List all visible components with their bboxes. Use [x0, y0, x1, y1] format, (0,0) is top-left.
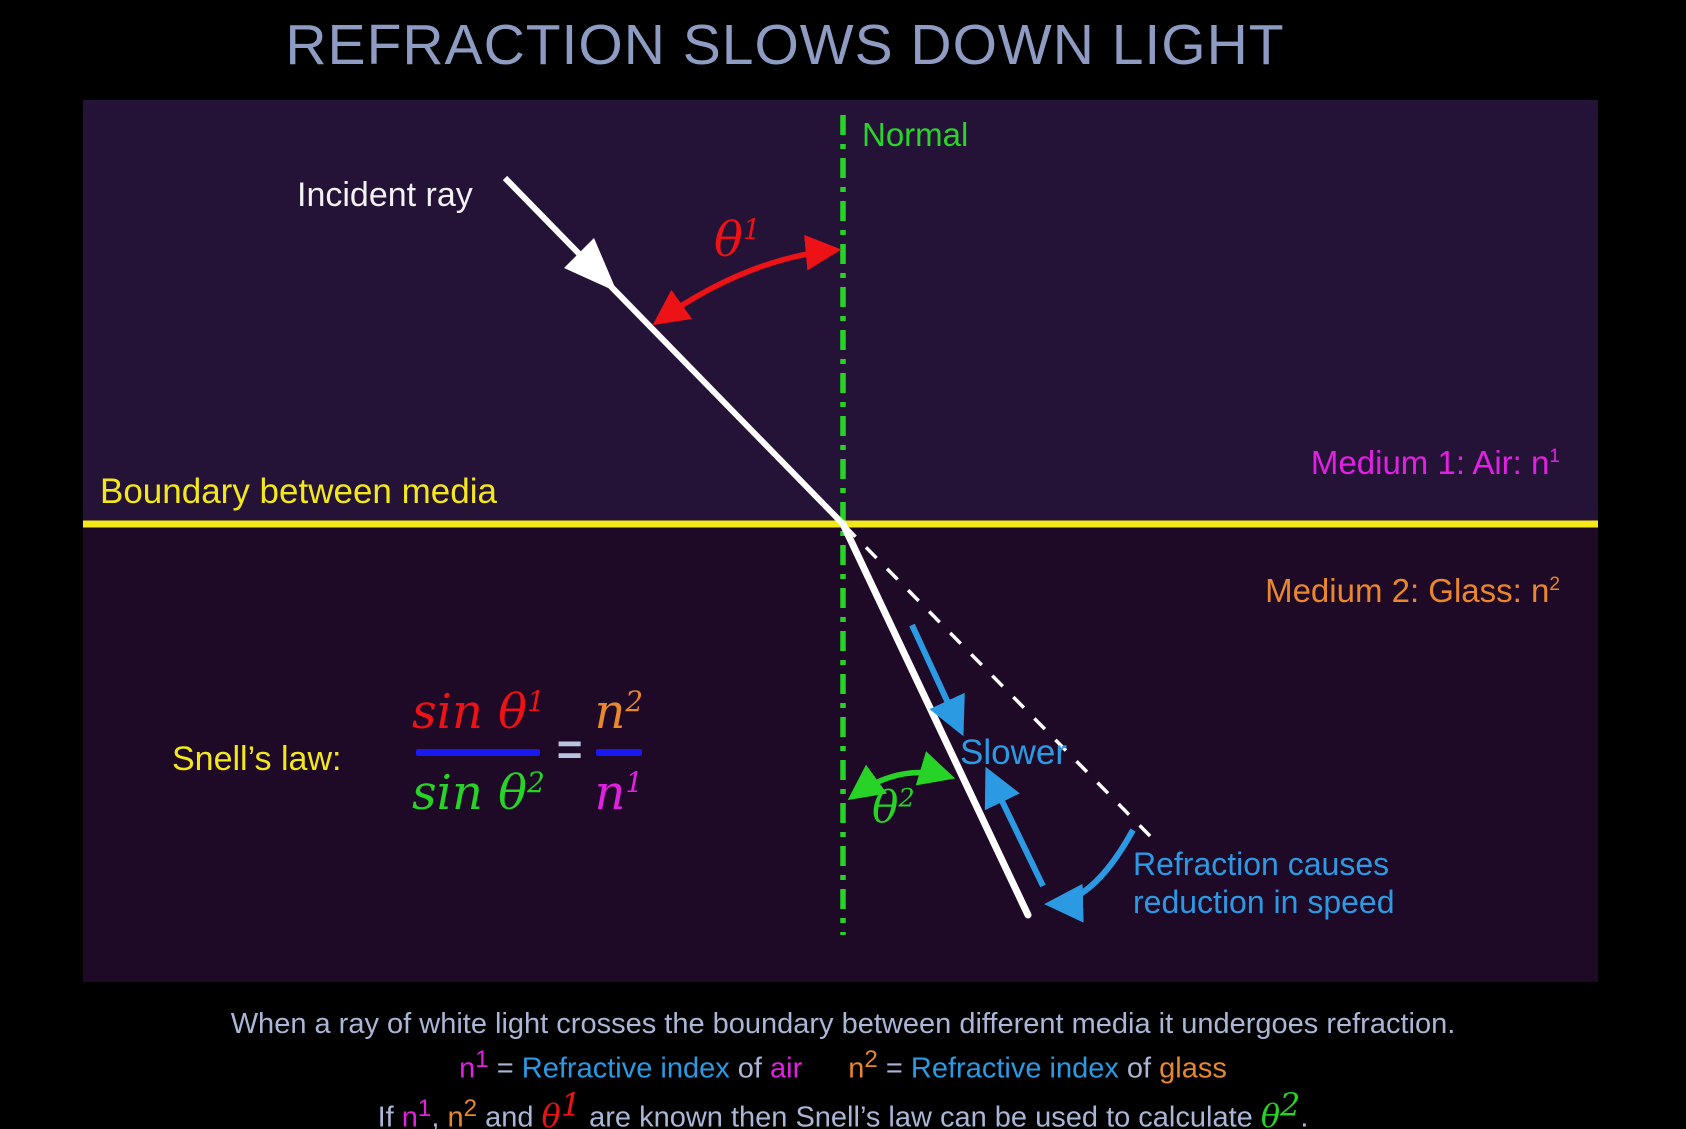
lhs-fraction: sin θ1 sin θ2	[412, 684, 545, 821]
theta1-symbol: θ	[714, 212, 743, 268]
footer-eq1: =	[488, 1052, 522, 1085]
footer-line3-n2: n	[447, 1101, 464, 1129]
footer-line1: When a ray of white light crosses the bo…	[230, 1008, 1456, 1040]
refraction-note-line1: Refraction causes	[1133, 846, 1390, 882]
theta2-angle-arc	[847, 751, 956, 801]
theta2-label: θ2	[872, 782, 915, 833]
incident-ray-label: Incident ray	[297, 176, 473, 214]
footer-line3-n2-sup: 2	[463, 1094, 478, 1122]
footer-n2-sup: 2	[864, 1046, 878, 1073]
lhs-num-text: sin θ	[412, 684, 528, 740]
slower-label: Slower	[960, 733, 1067, 772]
theta1-sup: 1	[742, 213, 761, 246]
snells-law-formula: sin θ1 sin θ2 = n2 n1	[412, 684, 643, 821]
incident-ray-arrowhead	[564, 238, 617, 292]
boundary-label: Boundary between media	[100, 472, 497, 511]
theta1-angle-arc	[652, 234, 842, 326]
footer-theta2-sup: 2	[1280, 1085, 1301, 1124]
footer-comma: ,	[431, 1101, 448, 1129]
footer-theta1: θ	[541, 1096, 561, 1129]
footer-line3-n1: n	[401, 1101, 418, 1129]
footer-of2: of	[1118, 1052, 1160, 1085]
footer-theta2: θ	[1260, 1096, 1281, 1129]
incident-ray	[502, 175, 846, 527]
footer-refractive-index-1: Refractive index	[521, 1052, 730, 1085]
snells-law-label: Snell’s law:	[172, 740, 342, 778]
rhs-fraction: n2 n1	[594, 684, 643, 821]
footer-period: .	[1300, 1101, 1309, 1129]
medium2-sup: 2	[1549, 574, 1560, 595]
refraction-note-arrow	[1044, 828, 1136, 923]
footer-refractive-index-2: Refractive index	[910, 1052, 1119, 1085]
theta1-label: θ1	[714, 212, 761, 268]
slower-arrow-down	[909, 623, 965, 737]
refraction-note: Refraction causes reduction in speed	[1133, 845, 1395, 921]
footer-if: If	[377, 1101, 402, 1129]
rhs-den-sup: 1	[625, 766, 644, 799]
footer-of1: of	[729, 1052, 771, 1085]
page-title: REFRACTION SLOWS DOWN LIGHT	[285, 13, 1285, 77]
lhs-den-text: sin θ	[412, 765, 528, 821]
theta2-symbol: θ	[872, 782, 899, 833]
footer-and: and	[477, 1101, 542, 1129]
lhs-denominator: sin θ2	[412, 765, 545, 821]
footer-eq2: =	[877, 1052, 911, 1085]
slower-arrow-up	[984, 766, 1046, 888]
footer-n1-sup: 1	[475, 1046, 489, 1073]
footer-mid-text: are known then Snell’s law can be used t…	[581, 1101, 1261, 1129]
lhs-numerator: sin θ1	[412, 684, 545, 740]
medium2-text: Medium 2: Glass: n	[1265, 572, 1550, 609]
equals-sign: =	[556, 724, 583, 774]
footer-line3-n1-sup: 1	[417, 1094, 432, 1122]
footer-glass: glass	[1159, 1052, 1227, 1085]
rhs-num-sup: 2	[625, 685, 644, 718]
normal-label: Normal	[862, 116, 969, 153]
footer-line3: If n1, n2 and θ1 are known then Snell’s …	[0, 1087, 1686, 1129]
lhs-den-sup: 2	[527, 766, 545, 799]
medium1-label: Medium 1: Air: n1	[1100, 444, 1560, 482]
refraction-note-line2: reduction in speed	[1133, 884, 1395, 920]
lhs-fraction-bar	[416, 749, 541, 756]
rhs-denominator: n1	[594, 765, 643, 821]
medium1-sup: 1	[1549, 446, 1560, 467]
footer-n2: n	[848, 1052, 865, 1085]
medium1-text: Medium 1: Air: n	[1310, 444, 1550, 481]
footer-theta1-sup: 1	[560, 1085, 582, 1124]
rhs-fraction-bar	[595, 749, 642, 756]
theta2-sup: 2	[898, 783, 915, 814]
medium2-label: Medium 2: Glass: n2	[1100, 572, 1560, 610]
footer-air: air	[770, 1052, 803, 1085]
rhs-den-text: n	[594, 765, 626, 821]
footer-text: When a ray of white light crosses the bo…	[0, 1006, 1686, 1129]
lhs-num-sup: 1	[527, 685, 545, 718]
undeviated-path-dashed-line	[843, 524, 1154, 840]
footer-n1: n	[459, 1052, 476, 1085]
rhs-numerator: n2	[594, 684, 643, 740]
rhs-num-text: n	[594, 684, 626, 740]
